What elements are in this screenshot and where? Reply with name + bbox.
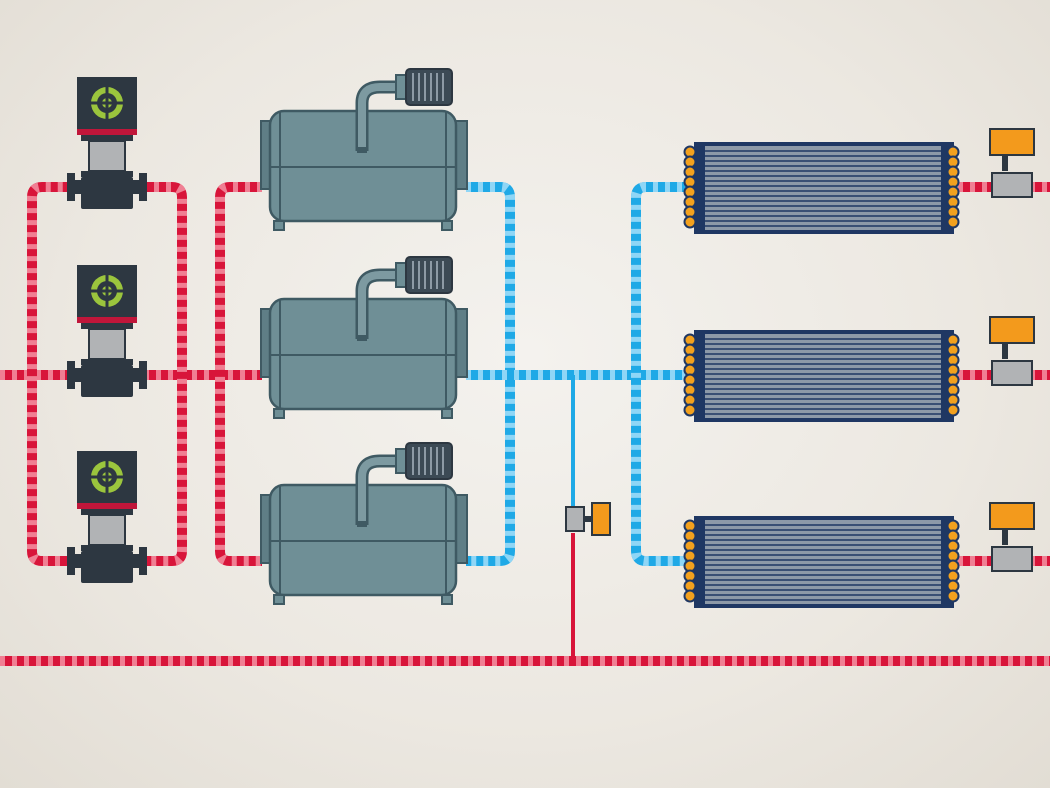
- coil-valve-1: [989, 128, 1035, 198]
- coil-valve-2: [989, 316, 1035, 386]
- bypass-valve: [565, 502, 611, 536]
- cooling-coil-1-core: [693, 141, 955, 235]
- pump-3: [65, 449, 149, 585]
- cooling-coil-2: [683, 329, 960, 423]
- pump-1: [65, 75, 149, 211]
- cooling-coil-3-outlet-loops: [946, 519, 960, 603]
- cooling-coil-3: [683, 515, 960, 609]
- chiller-2: [261, 257, 467, 418]
- chiller-1: [261, 69, 467, 230]
- equipment-layer: [65, 69, 1035, 609]
- cooling-coil-2-outlet-loops: [946, 333, 960, 417]
- cooling-coil-2-inlet-loops: [683, 333, 697, 417]
- cooling-coil-1-outlet-loops: [946, 145, 960, 229]
- cooling-coil-3-core: [693, 515, 955, 609]
- cooling-coil-1-inlet-loops: [683, 145, 697, 229]
- cooling-coil-3-inlet-loops: [683, 519, 697, 603]
- chiller-3: [261, 443, 467, 604]
- hot-pipe-chiller-supply: [215, 182, 262, 566]
- cooling-coil-1: [683, 141, 960, 235]
- cooling-coil-2-core: [693, 329, 955, 423]
- hot-pipe-pump-loop: [27, 182, 187, 566]
- cold-pipe-coil-loop: [631, 182, 694, 566]
- pump-2: [65, 263, 149, 399]
- coil-valve-3: [989, 502, 1035, 572]
